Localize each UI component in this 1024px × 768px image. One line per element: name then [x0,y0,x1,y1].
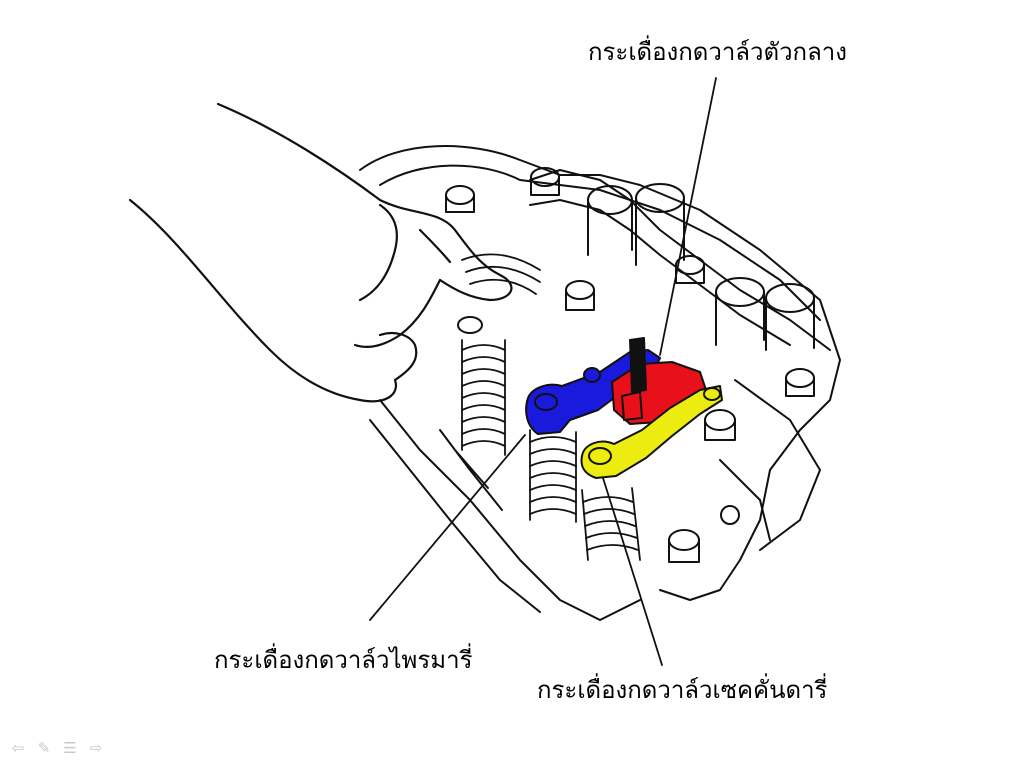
slideshow-nav: ⇦ ✎ ☰ ⇨ [8,738,106,758]
valve-stem [765,283,815,313]
secondary-rocker-arm-label: กระเดื่องกดวาล์วเซคคั่นดารี่ [537,676,828,704]
cylinder-head [359,145,841,621]
bolts [445,167,815,563]
valve-springs [461,253,641,561]
camshaft [529,169,831,351]
valve-stem [635,183,685,213]
arrow-left-icon[interactable]: ⇦ [11,739,25,757]
arrow-right-icon[interactable]: ⇨ [89,739,103,757]
secondary-rocker-arm [580,385,723,479]
center-rocker-arm-label: กระเดื่องกดวาล์วตัวกลาง [588,38,847,66]
valve-stem [587,185,633,215]
menu-icon[interactable]: ☰ [63,739,77,757]
leader-lines [369,77,717,666]
valve-stem [715,277,765,307]
pen-icon[interactable]: ✎ [37,739,51,757]
hand [128,102,513,403]
primary-rocker-arm-label: กระเดื่องกดวาล์วไพรมารี่ [214,646,473,674]
